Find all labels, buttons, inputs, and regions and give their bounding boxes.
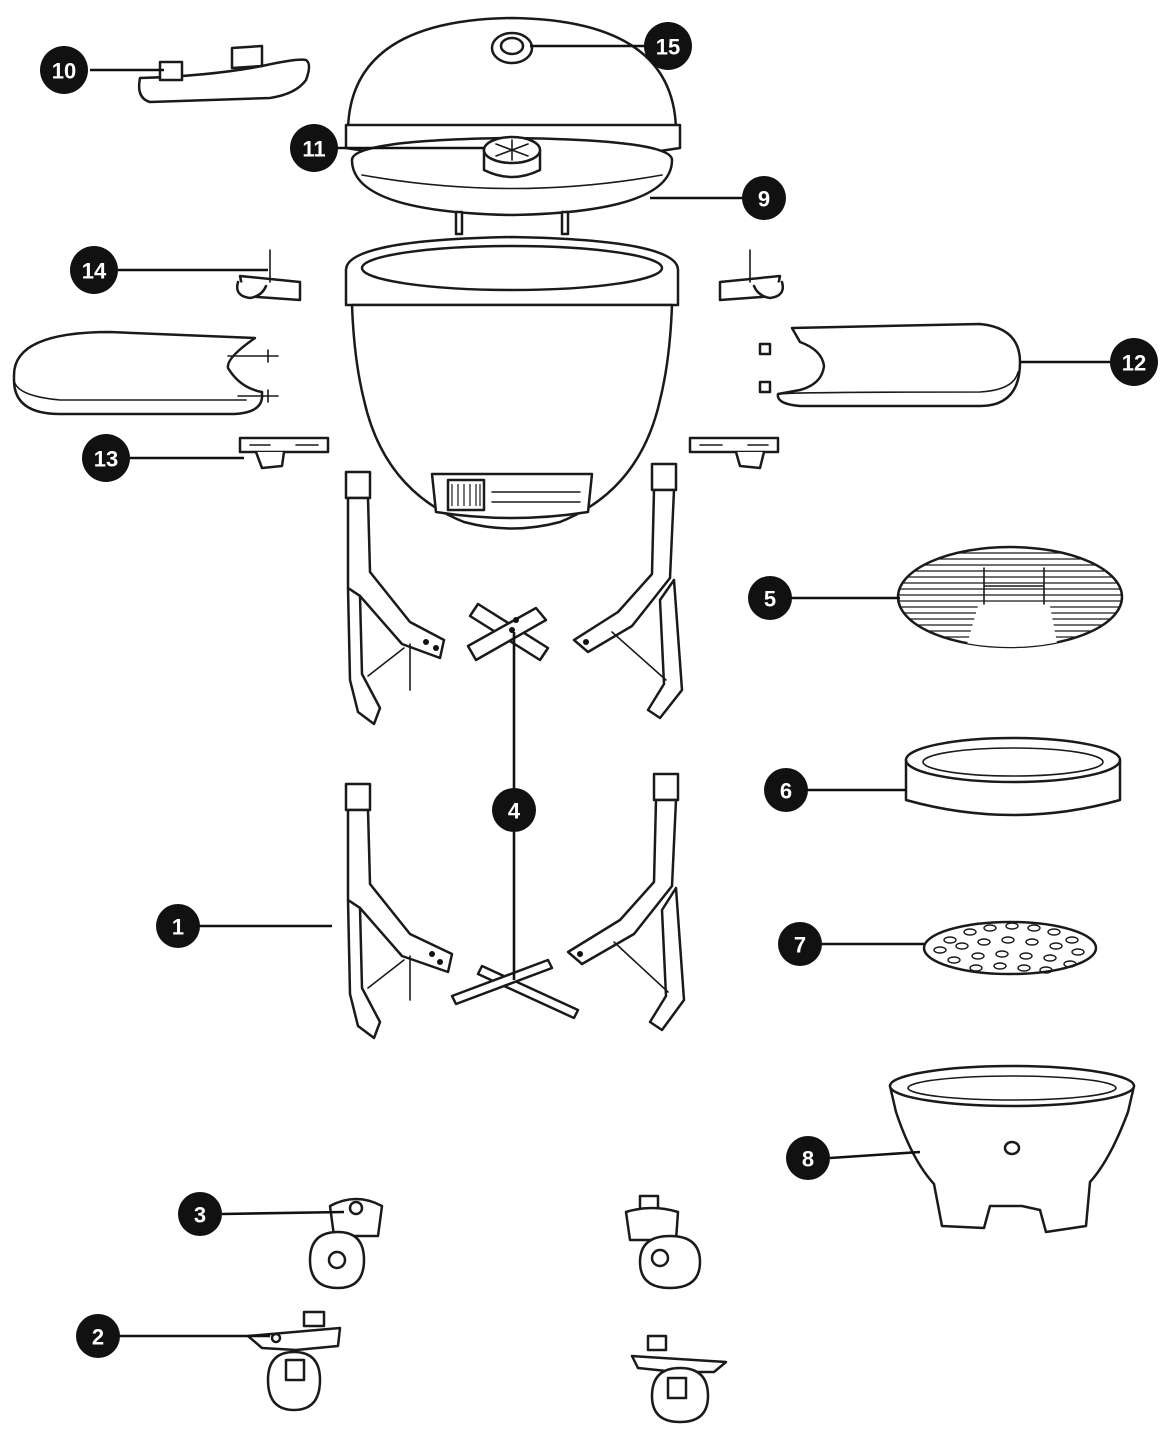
callout-2: 2 [76,1314,120,1358]
leg-lower-right [566,772,686,1032]
cross-brace-upper [466,602,550,662]
svg-text:4: 4 [508,799,521,824]
svg-text:5: 5 [764,587,776,612]
callout-13: 13 [82,434,130,482]
svg-text:15: 15 [656,35,680,60]
callout-8: 8 [786,1136,830,1180]
callout-14: 14 [70,246,118,294]
shelf-bracket-lower-left [238,436,330,470]
callout-6: 6 [764,768,808,812]
svg-text:10: 10 [52,59,76,84]
thermometer [490,31,534,65]
callout-3: 3 [178,1192,222,1236]
leg-upper-left [344,470,446,726]
callout-10: 10 [40,46,88,94]
side-shelf-right [758,322,1022,408]
leader-lines [90,44,1114,1338]
callout-11: 11 [290,124,338,172]
firebox [888,1064,1136,1234]
caster-locking-right [630,1334,728,1424]
callout-7: 7 [778,922,822,966]
cooking-grate [896,545,1124,649]
svg-text:12: 12 [1122,351,1146,376]
callout-12: 12 [1110,338,1158,386]
leg-upper-right [572,462,684,720]
shelf-bracket-upper-left [236,249,302,302]
callout-15: 15 [644,22,692,70]
top-vent [482,135,542,179]
svg-text:6: 6 [780,779,792,804]
svg-text:7: 7 [794,933,806,958]
svg-text:8: 8 [802,1147,814,1172]
callout-4: 4 [492,788,536,832]
caster-fixed-right [624,1194,702,1290]
lid-handle [137,44,311,104]
svg-text:13: 13 [94,447,118,472]
caster-fixed-left [308,1197,384,1290]
svg-text:11: 11 [302,137,325,162]
shelf-bracket-upper-right [718,249,784,302]
grill-base [344,235,680,530]
side-shelf-left [12,330,279,416]
callout-9: 9 [742,176,786,220]
shelf-bracket-lower-right [688,436,780,470]
callout-5: 5 [748,576,792,620]
svg-text:3: 3 [194,1203,206,1228]
svg-text:2: 2 [92,1325,104,1350]
fire-ring [904,736,1122,817]
hinge-straps [454,210,570,236]
caster-locking-left [246,1310,342,1412]
cross-brace-lower [450,958,580,1020]
svg-text:9: 9 [758,187,770,212]
charcoal-grate [922,920,1098,976]
bottom-vent [430,472,594,520]
svg-text:1: 1 [172,915,184,940]
leg-lower-left [344,782,454,1040]
callout-1: 1 [156,904,200,948]
svg-text:14: 14 [82,259,107,284]
